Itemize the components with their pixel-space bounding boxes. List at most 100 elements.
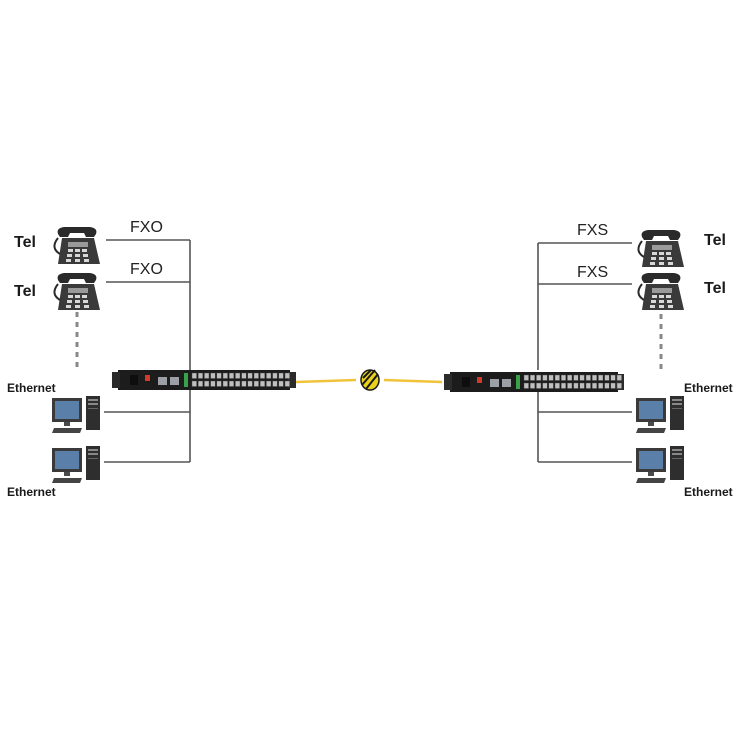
voice-port: [561, 374, 567, 381]
pcm-multiplexer-icon: [444, 372, 624, 392]
left-computer-2-label: Ethernet: [7, 485, 56, 499]
voice-port: [210, 372, 216, 379]
voice-port: [278, 380, 284, 387]
voice-port: [530, 382, 536, 389]
right-line-2-label: FXS: [577, 264, 609, 281]
left-computer-1-label: Ethernet: [7, 381, 56, 395]
voice-port: [266, 380, 272, 387]
voice-port: [592, 382, 598, 389]
left-line-2-label: FXO: [130, 261, 163, 278]
left-line-1-label: FXO: [130, 219, 163, 236]
status-leds: [184, 373, 188, 387]
voice-port: [548, 382, 554, 389]
voice-port: [579, 382, 585, 389]
voice-port: [573, 382, 579, 389]
voice-port: [197, 380, 203, 387]
voice-port: [610, 374, 616, 381]
voice-port: [523, 382, 529, 389]
telephone-icon: [53, 272, 101, 311]
desktop-computer-icon: [636, 446, 684, 483]
voice-port: [554, 374, 560, 381]
voice-port: [554, 382, 560, 389]
desktop-computer-icon: [52, 446, 100, 483]
voice-port: [567, 382, 573, 389]
voice-port: [284, 380, 290, 387]
rack-ear-right: [616, 374, 624, 390]
ethernet-port: [502, 379, 511, 387]
voice-port: [222, 380, 228, 387]
power-socket: [462, 377, 470, 387]
voice-port: [579, 374, 585, 381]
left-site: [52, 226, 296, 483]
voice-port: [523, 374, 529, 381]
ethernet-port: [490, 379, 499, 387]
right-line-1-label: FXS: [577, 222, 609, 239]
voice-port: [253, 372, 259, 379]
voice-port: [585, 382, 591, 389]
telephone-icon: [637, 229, 685, 268]
voice-port: [536, 382, 542, 389]
ethernet-port: [170, 377, 179, 385]
voice-port: [228, 380, 234, 387]
voice-port: [191, 380, 197, 387]
fiber-coil-stripes: [361, 369, 379, 390]
voice-port: [272, 380, 278, 387]
voice-port: [536, 374, 542, 381]
voice-port: [592, 374, 598, 381]
left-phone-2-label: Tel: [14, 283, 36, 300]
fiber-link: [295, 369, 443, 391]
voice-port: [197, 372, 203, 379]
right-site: [444, 229, 685, 483]
right-computer-2-label: Ethernet: [684, 485, 733, 499]
status-leds: [516, 375, 520, 389]
fiber-cable-left: [295, 378, 357, 384]
telephone-icon: [53, 226, 101, 265]
rack-ear-left: [112, 372, 120, 388]
voice-port: [266, 372, 272, 379]
voice-port: [278, 372, 284, 379]
fiber-coil-icon: [360, 369, 380, 391]
right-computer-1-label: Ethernet: [684, 381, 733, 395]
voice-port: [616, 374, 622, 381]
voice-port: [235, 372, 241, 379]
voice-port: [216, 380, 222, 387]
voice-port: [235, 380, 241, 387]
voice-port: [284, 372, 290, 379]
voice-port: [272, 372, 278, 379]
voice-port: [204, 380, 210, 387]
voice-port: [548, 374, 554, 381]
power-switch: [145, 375, 150, 381]
voice-port: [585, 374, 591, 381]
voice-port: [530, 374, 536, 381]
voice-port: [604, 382, 610, 389]
rack-ear-left: [444, 374, 452, 390]
right-phone-1-label: Tel: [704, 232, 726, 249]
voice-port: [247, 380, 253, 387]
voice-port: [598, 382, 604, 389]
voice-port: [247, 372, 253, 379]
voice-port: [191, 372, 197, 379]
telephone-icon: [637, 272, 685, 311]
desktop-computer-icon: [52, 396, 100, 433]
desktop-computer-icon: [636, 396, 684, 433]
voice-port: [542, 374, 548, 381]
power-socket: [130, 375, 138, 385]
voice-port: [216, 372, 222, 379]
voice-port: [260, 372, 266, 379]
voice-port: [253, 380, 259, 387]
pcm-multiplexer-icon: [112, 370, 296, 390]
voice-port: [598, 374, 604, 381]
ethernet-port: [158, 377, 167, 385]
voice-port: [561, 382, 567, 389]
left-phone-1-label: Tel: [14, 234, 36, 251]
voice-port: [222, 372, 228, 379]
voice-port: [542, 382, 548, 389]
voice-port: [204, 372, 210, 379]
voice-port: [610, 382, 616, 389]
voice-port: [228, 372, 234, 379]
voice-port: [241, 380, 247, 387]
voice-port: [567, 374, 573, 381]
voice-port: [616, 382, 622, 389]
